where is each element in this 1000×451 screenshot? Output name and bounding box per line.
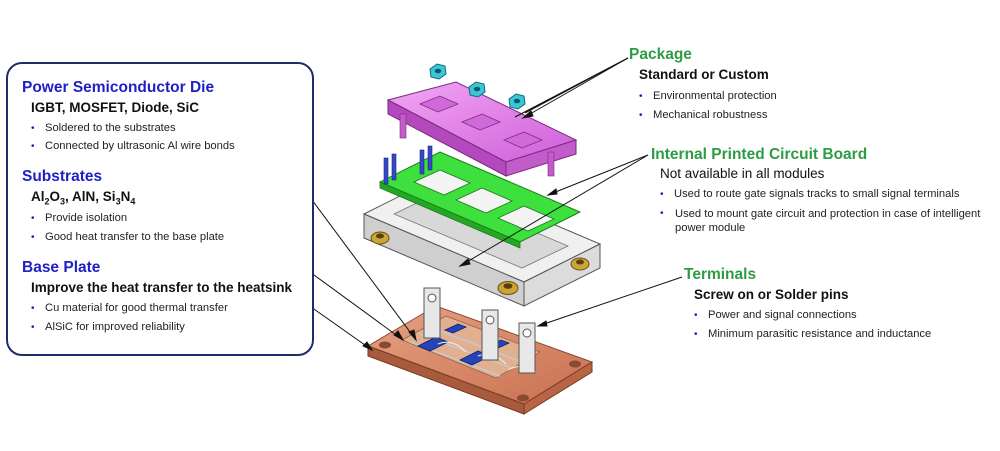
hex-nut (468, 81, 486, 98)
semiconductor-die (443, 323, 468, 334)
section-title-die: Power Semiconductor Die (22, 79, 215, 96)
bullet-icon: • (639, 110, 643, 121)
section-title-substrates: Substrates (22, 168, 103, 185)
section-subtitle-base-plate: Improve the heat transfer to the heatsin… (31, 280, 293, 295)
bullet-item: •Minimum parasitic resistance and induct… (694, 328, 932, 340)
bullet-icon: • (694, 329, 698, 340)
leader-line-package (514, 57, 629, 119)
hex-nut (429, 63, 447, 80)
bullet-icon: • (31, 303, 35, 314)
section-subtitle-substrates: Al2O3, AlN, Si3N4 (31, 189, 136, 207)
leader-line-terminals (536, 276, 683, 327)
bullet-icon: • (660, 208, 664, 219)
signal-pin (383, 157, 389, 185)
bullet-item: •Power and signal connections (694, 309, 857, 321)
hex-nut (508, 93, 526, 110)
terminal-pin (423, 287, 441, 339)
package-lid (386, 81, 578, 177)
bullet-item: •Mechanical robustness (639, 109, 768, 121)
bullet-icon: • (31, 213, 35, 224)
bullet-icon: • (31, 123, 35, 134)
package-subtitle: Standard or Custom (639, 67, 769, 82)
pcb-title: Internal Printed Circuit Board (651, 146, 868, 163)
terminal-pin (481, 309, 499, 361)
terminals (423, 287, 536, 374)
bullet-item: •Used to mount gate circuit and protecti… (660, 208, 981, 234)
bullet-item: •Environmental protection (639, 90, 777, 102)
base-plate (366, 305, 594, 415)
terminals-subtitle: Screw on or Solder pins (694, 287, 849, 302)
section-title-base-plate: Base Plate (22, 259, 101, 276)
bullet-item: •Used to route gate signals tracks to sm… (660, 188, 960, 200)
bullet-icon: • (31, 141, 35, 152)
leader-line-pcb (458, 154, 649, 267)
bullet-icon: • (660, 189, 664, 200)
bullet-item: •Connected by ultrasonic Al wire bonds (31, 140, 235, 152)
section-subtitle-die: IGBT, MOSFET, Diode, SiC (31, 100, 200, 115)
pcb-subtitle: Not available in all modules (660, 166, 825, 181)
bullet-item: •Good heat transfer to the base plate (31, 231, 225, 243)
bullet-item: •AlSiC for improved reliability (31, 321, 185, 333)
package-title: Package (629, 46, 692, 63)
bullet-item: •Soldered to the substrates (31, 122, 176, 134)
bushing (370, 231, 390, 245)
bushing (570, 257, 590, 271)
signal-pin (419, 149, 425, 175)
bullet-icon: • (31, 232, 35, 243)
signal-pin (391, 153, 397, 181)
bushing (497, 281, 519, 295)
bullet-icon: • (694, 310, 698, 321)
bullet-icon: • (31, 322, 35, 333)
bullet-icon: • (639, 91, 643, 102)
left-info-panel (6, 62, 314, 356)
internal-pcb (378, 145, 582, 249)
bullet-item: •Provide isolation (31, 212, 128, 224)
terminals-title: Terminals (684, 266, 757, 283)
signal-pin (427, 145, 433, 171)
terminal-pin (518, 322, 536, 374)
bullet-item: •Cu material for good thermal transfer (31, 302, 228, 314)
